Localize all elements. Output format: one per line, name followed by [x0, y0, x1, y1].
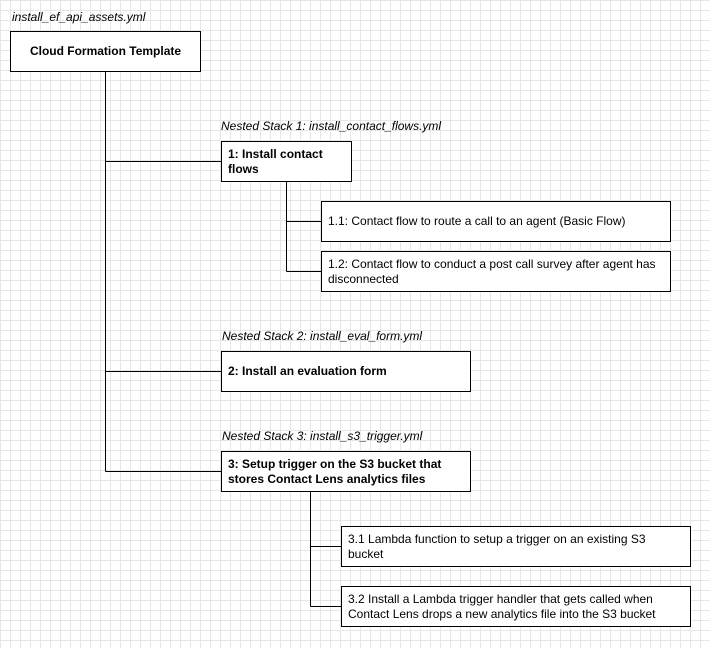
cloud-formation-template-box: Cloud Formation Template [10, 31, 201, 72]
stack-3-title: 3: Setup trigger on the S3 bucket that s… [228, 456, 442, 486]
nested-stack-3-label: Nested Stack 3: install_s3_trigger.yml [222, 429, 423, 443]
stack-1-child-2-box: 1.2: Contact flow to conduct a post call… [321, 251, 671, 292]
stack-1-child-2-text: 1.2: Contact flow to conduct a post call… [328, 256, 656, 286]
stack-3-child-2-box: 3.2 Install a Lambda trigger handler tha… [341, 586, 691, 627]
root-file-label: install_ef_api_assets.yml [12, 10, 146, 24]
stack-3-child-1-text: 3.1 Lambda function to setup a trigger o… [348, 531, 646, 561]
stack-1-child-1-box: 1.1: Contact flow to route a call to an … [321, 201, 671, 242]
stack-1-box: 1: Install contact flows [221, 141, 352, 182]
stack-2-box: 2: Install an evaluation form [221, 351, 471, 392]
stack-2-title: 2: Install an evaluation form [228, 364, 387, 378]
nested-stack-2-label: Nested Stack 2: install_eval_form.yml [222, 329, 423, 343]
cloud-formation-template-title: Cloud Formation Template [29, 44, 182, 58]
nested-stack-1-label: Nested Stack 1: install_contact_flows.ym… [221, 119, 442, 133]
stack-1-title: 1: Install contact flows [228, 146, 323, 176]
stack-3-child-1-box: 3.1 Lambda function to setup a trigger o… [341, 526, 691, 567]
stack-3-child-2-text: 3.2 Install a Lambda trigger handler tha… [348, 591, 656, 621]
stack-1-child-1-text: 1.1: Contact flow to route a call to an … [328, 214, 626, 228]
stack-3-box: 3: Setup trigger on the S3 bucket that s… [221, 451, 471, 492]
